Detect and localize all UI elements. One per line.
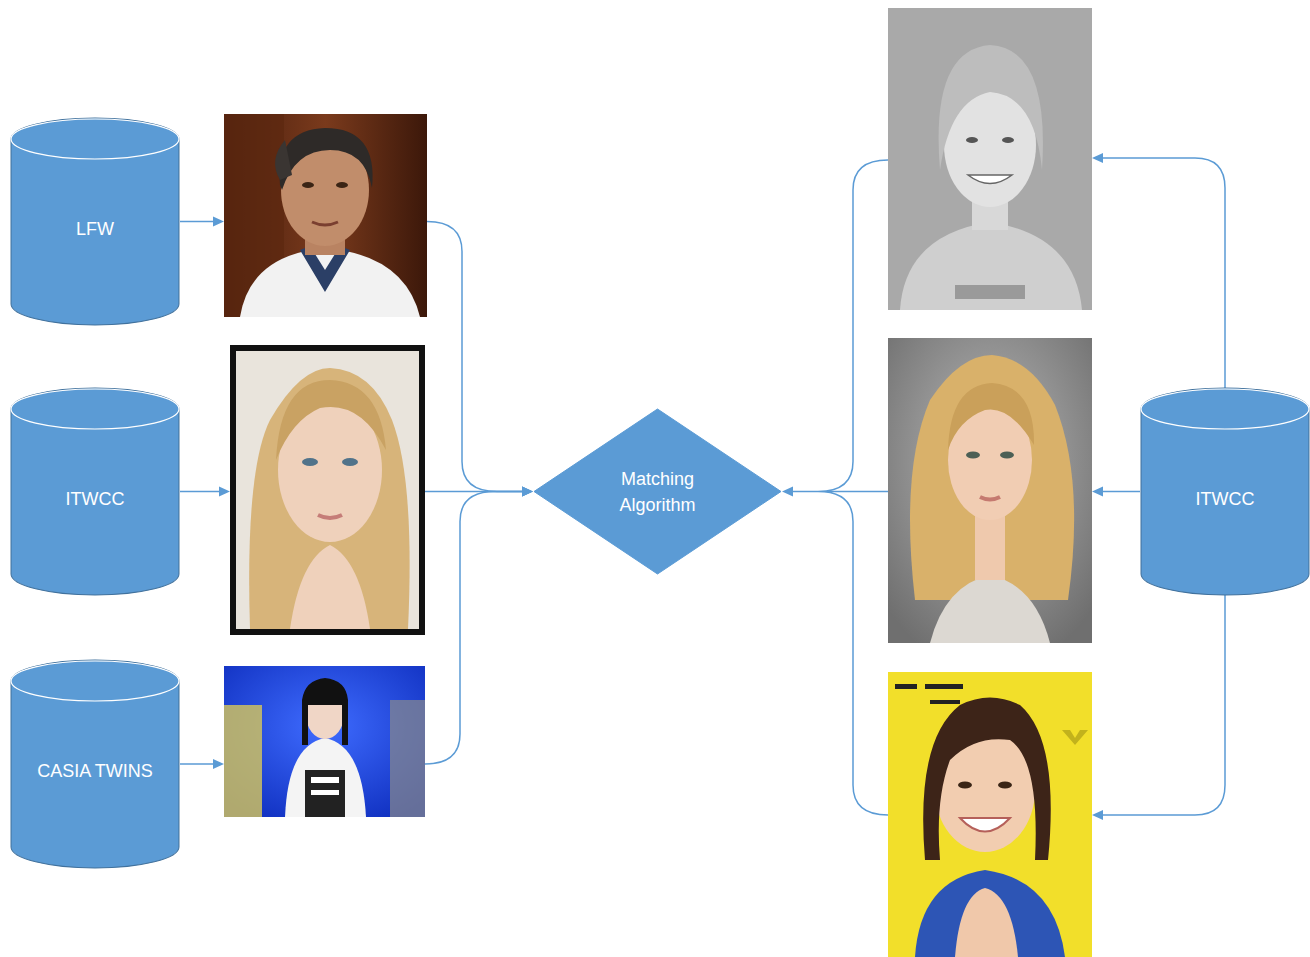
photo-itwcc-right-top <box>888 8 1092 310</box>
arrow-head <box>219 487 230 497</box>
decision-label: Matching Algorithm <box>603 466 713 518</box>
decision-diamond: Matching Algorithm <box>533 408 782 575</box>
arrow-head <box>213 759 224 769</box>
database-cylinder: ITWCC <box>10 388 180 595</box>
photo-lfw <box>224 114 427 317</box>
arrow-head <box>1092 487 1103 497</box>
photo-itwcc-left <box>230 345 425 635</box>
photo-itwcc-right-bottom <box>888 672 1092 957</box>
arrow-head <box>1092 153 1103 163</box>
arrow-head <box>522 487 533 497</box>
database-cylinder: CASIA TWINS <box>10 660 180 868</box>
database-cylinder: ITWCC <box>1140 388 1310 595</box>
database-label: ITWCC <box>20 486 170 512</box>
diamond-outline <box>533 408 782 575</box>
arrow-head <box>782 487 793 497</box>
database-label: ITWCC <box>1150 486 1300 512</box>
photo-itwcc-right-middle <box>888 338 1092 643</box>
database-label: CASIA TWINS <box>20 758 170 784</box>
database-label: LFW <box>20 216 170 242</box>
photo-casia <box>224 666 425 817</box>
arrow-head <box>522 487 533 497</box>
arrow-head <box>1092 810 1103 820</box>
arrow-head <box>522 487 533 497</box>
arrow-head <box>213 217 224 227</box>
database-cylinder: LFW <box>10 118 180 325</box>
